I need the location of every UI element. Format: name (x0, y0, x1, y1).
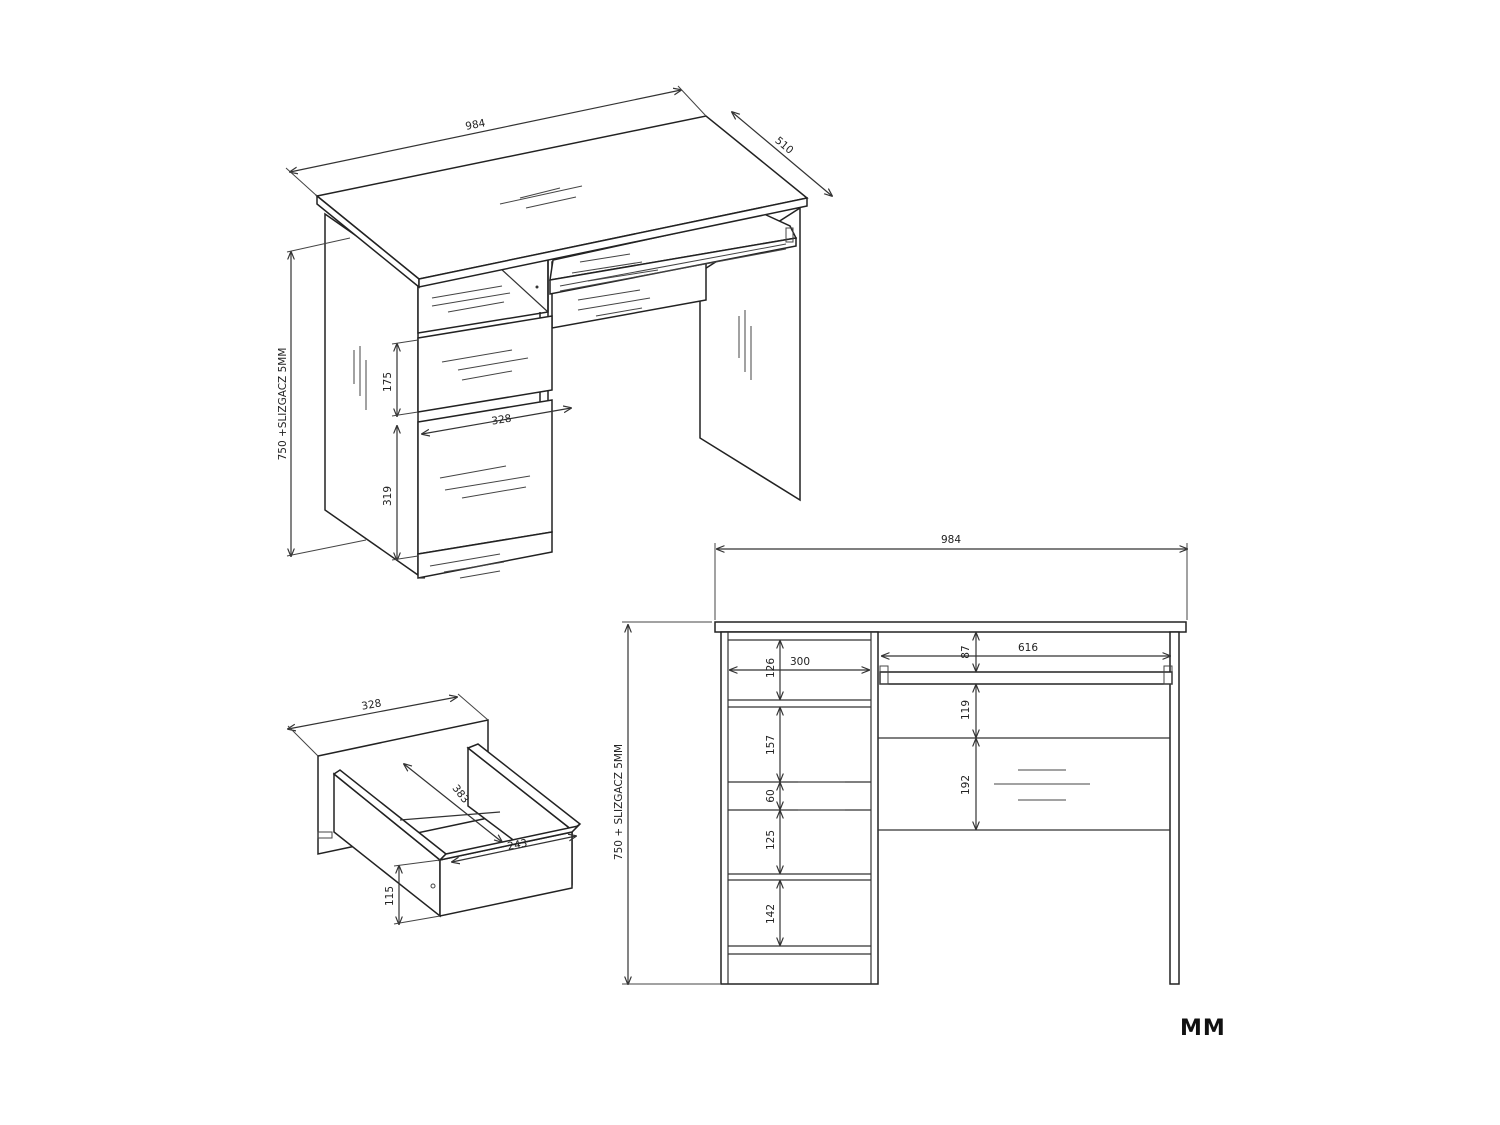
front-height-label: 750 + SLIZGACZ 5MM (613, 744, 625, 860)
iso-drawer-height-label: 175 (382, 372, 394, 392)
isometric-desk-view: 984 510 750 +SLIZGACZ 5MM 175 328 319 (277, 85, 832, 579)
front-left-cabinet (720, 631, 879, 985)
front-shelf-1-label: 126 (765, 658, 777, 678)
front-keyboard-gap-label: 87 (960, 645, 972, 658)
iso-drawer-width-label: 328 (491, 413, 513, 428)
front-shelf-3-label: 60 (765, 789, 777, 802)
iso-depth-label: 510 (772, 135, 795, 157)
front-shelf-2-label: 157 (765, 735, 777, 755)
front-gap-119-label: 119 (960, 700, 972, 720)
iso-cabinet-height-label: 319 (382, 486, 394, 506)
front-shelf-5-label: 142 (765, 904, 777, 924)
front-width-label: 984 (941, 534, 961, 546)
drawer-width-label: 328 (361, 697, 383, 712)
desk-plinth (417, 531, 553, 579)
units-label: MM (1180, 1016, 1226, 1041)
front-keyboard-width-label: 616 (1018, 642, 1038, 654)
front-shelf-width-label: 300 (790, 656, 810, 668)
front-shelf-4-label: 125 (765, 830, 777, 850)
front-panel-192-label: 192 (960, 775, 972, 795)
front-elevation-view: 984 750 + SLIZGACZ 5MM 300 126 157 60 12… (613, 534, 1187, 984)
drawer-height-label: 115 (384, 886, 396, 906)
front-desk-top (714, 621, 1187, 633)
front-right-leg (1169, 631, 1180, 985)
iso-width-label: 984 (464, 117, 486, 133)
iso-height-label: 750 +SLIZGACZ 5MM (277, 348, 289, 461)
desk-drawer-front (417, 315, 553, 413)
drawer-inner-width-label: 243 (506, 837, 528, 853)
front-keyboard-tray (879, 671, 1173, 685)
drawer-detail-view: 328 383 243 115 (288, 693, 582, 924)
